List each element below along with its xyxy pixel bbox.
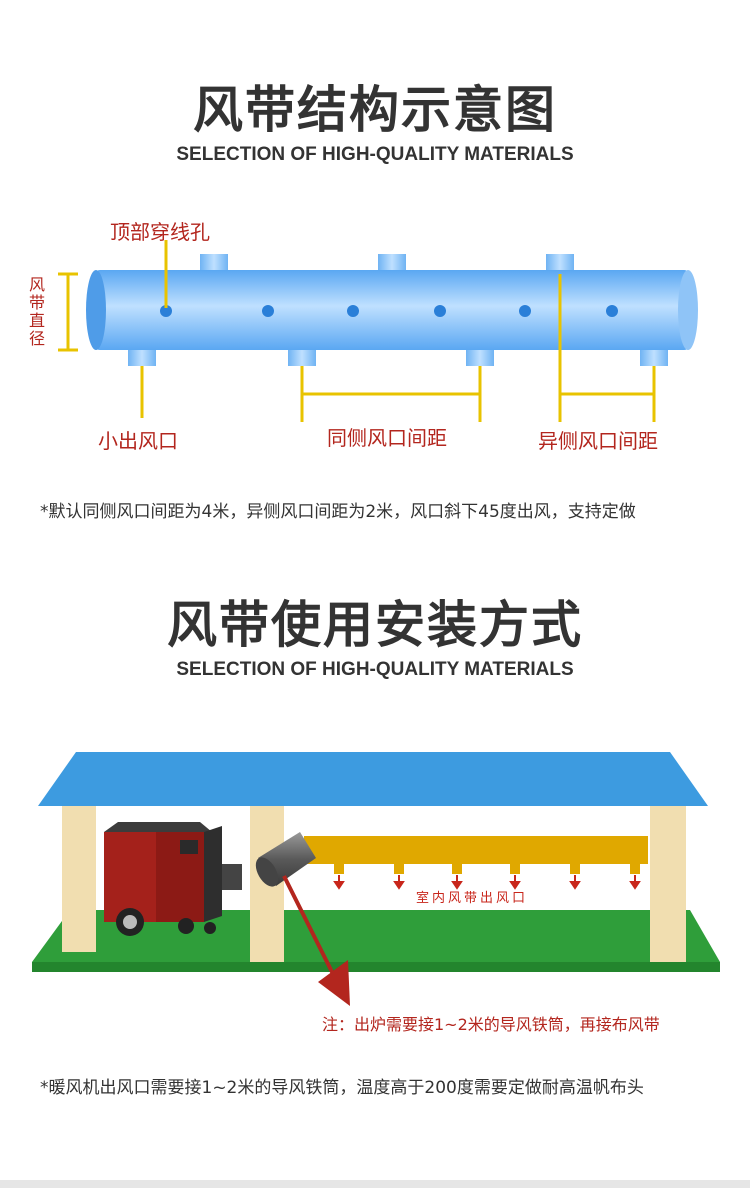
duct-tube bbox=[94, 270, 690, 350]
same-side-bracket bbox=[300, 366, 482, 422]
small-outlet-label: 小出风口 bbox=[98, 429, 178, 453]
top-hole bbox=[347, 305, 359, 317]
duct-outlet bbox=[452, 864, 462, 874]
bottom-outlet-stub bbox=[640, 346, 668, 366]
duct-outlet bbox=[394, 864, 404, 874]
section1-note: *默认同侧风口间距为4米，异侧风口间距为2米，风口斜下45度出风，支持定做 bbox=[40, 502, 636, 522]
heater-connection-note: 注：出炉需要接1~2米的导风铁筒，再接布风带 bbox=[322, 1015, 660, 1034]
pillar-right bbox=[650, 802, 686, 962]
top-hole bbox=[262, 305, 274, 317]
bottom-divider bbox=[0, 1180, 750, 1188]
top-outlet-stub bbox=[200, 254, 228, 274]
section2-note: *暖风机出风口需要接1~2米的导风铁筒，温度高于200度需要定做耐高温帆布头 bbox=[40, 1078, 644, 1098]
installation-diagram bbox=[32, 752, 720, 1006]
roof bbox=[38, 752, 708, 806]
duct-outlet bbox=[570, 864, 580, 874]
air-duct-structure-diagram bbox=[58, 240, 698, 422]
diameter-label: 风带直径 bbox=[28, 275, 45, 348]
top-hole-label: 顶部穿线孔 bbox=[110, 220, 210, 244]
indoor-outlet-label: 室内风带出风口 bbox=[416, 891, 529, 906]
ground bbox=[32, 910, 720, 962]
top-hole bbox=[160, 305, 172, 317]
pillar-left bbox=[62, 802, 96, 952]
top-outlet-stub bbox=[546, 254, 574, 274]
section1-title: 风带结构示意图 bbox=[193, 81, 557, 139]
bottom-outlet-stub bbox=[466, 346, 494, 366]
duct-tube-left-end bbox=[86, 270, 106, 350]
pipe-direction-arrow bbox=[282, 875, 350, 1006]
iron-pipe-end bbox=[255, 857, 279, 887]
top-hole bbox=[434, 305, 446, 317]
heater-machine bbox=[104, 822, 242, 936]
bottom-outlet-stub bbox=[288, 346, 316, 366]
duct-tube-right-end bbox=[678, 270, 698, 350]
section2-subtitle: SELECTION OF HIGH-QUALITY MATERIALS bbox=[176, 659, 574, 680]
ground-edge bbox=[32, 962, 720, 972]
top-hole bbox=[606, 305, 618, 317]
bottom-outlet-stub bbox=[128, 346, 156, 366]
duct-outlet bbox=[510, 864, 520, 874]
duct-outlet bbox=[630, 864, 640, 874]
diameter-bracket bbox=[58, 272, 78, 352]
section1-subtitle: SELECTION OF HIGH-QUALITY MATERIALS bbox=[176, 144, 574, 165]
top-hole bbox=[519, 305, 531, 317]
airflow-arrows bbox=[333, 875, 641, 890]
duct-outlet bbox=[334, 864, 344, 874]
section2-title: 风带使用安装方式 bbox=[167, 596, 583, 654]
top-outlet-stub bbox=[378, 254, 406, 274]
diff-side-spacing-label: 异侧风口间距 bbox=[538, 429, 658, 453]
diff-side-bracket bbox=[558, 274, 656, 422]
indoor-duct bbox=[304, 836, 648, 864]
same-side-spacing-label: 同侧风口间距 bbox=[327, 426, 447, 450]
